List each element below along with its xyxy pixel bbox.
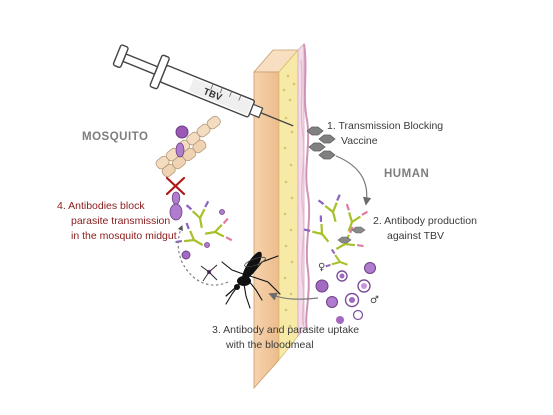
step-2-line-2: against TBV <box>387 230 445 242</box>
female-symbol-icon: ♀ <box>318 262 325 273</box>
mosquito-midgut-cells <box>155 115 221 178</box>
ookinete <box>169 125 189 221</box>
step-2-line-1: Antibody production <box>384 215 477 227</box>
mosquito-heading: MOSQUITO <box>82 131 149 143</box>
arrow-bloodmeal-uptake <box>268 292 319 301</box>
arrow-vaccine-to-antibodies <box>335 155 372 206</box>
arrow-mosquito-to-midgut <box>177 224 229 286</box>
male-symbol-icon: ♂ <box>370 295 379 306</box>
step-2-number: 2. <box>373 215 382 227</box>
antibodies-human <box>303 194 369 250</box>
step-4-number: 4. <box>57 200 66 212</box>
step-4-line-1: Antibodies block <box>68 200 145 212</box>
step-1-number: 1. <box>327 120 336 132</box>
step-1-line-2: Vaccine <box>341 135 378 147</box>
human-heading: HUMAN <box>384 168 430 180</box>
antibodies-blood <box>325 248 348 268</box>
blood-parasites: ♀ ♂ <box>315 262 379 324</box>
step-2-label: 2. Antibody production against TBV <box>373 214 477 244</box>
skin-cross-section <box>253 43 311 390</box>
step-3-number: 3. <box>212 324 221 336</box>
step-1-label: 1. Transmission Blocking Vaccine <box>327 119 443 149</box>
dermis-texture <box>282 74 296 328</box>
step-4-label: 4. Antibodies block parasite transmissio… <box>57 199 177 244</box>
vaccine-hexagons <box>306 126 336 160</box>
step-4-line-2: parasite transmission <box>71 215 171 227</box>
mosquito-icon <box>221 251 281 309</box>
small-vaccine-hexagons <box>337 226 366 244</box>
step-3-line-2: with the bloodmeal <box>226 339 314 351</box>
syringe: TBV <box>112 44 294 127</box>
step-4-line-3: in the mosquito midgut <box>71 230 177 242</box>
blocked-cross-icon <box>165 176 186 196</box>
step-3-label: 3. Antibody and parasite uptake with the… <box>212 323 359 353</box>
antibodies-midgut <box>175 200 233 246</box>
step-3-line-1: Antibody and parasite uptake <box>223 324 360 336</box>
parasite-zygotes <box>204 209 225 248</box>
gametes <box>181 250 218 282</box>
step-1-line-1: Transmission Blocking <box>338 120 444 132</box>
